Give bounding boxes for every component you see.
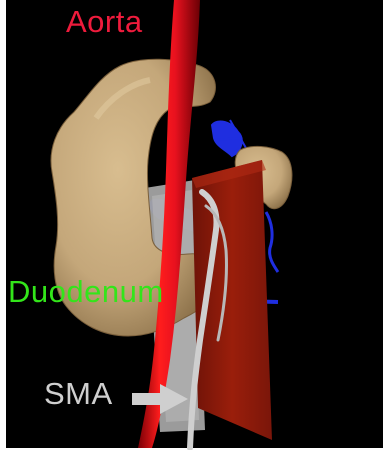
sma-label: SMA: [44, 378, 113, 409]
aorta-label: Aorta: [66, 6, 143, 37]
duodenum-label: Duodenum: [8, 276, 164, 307]
